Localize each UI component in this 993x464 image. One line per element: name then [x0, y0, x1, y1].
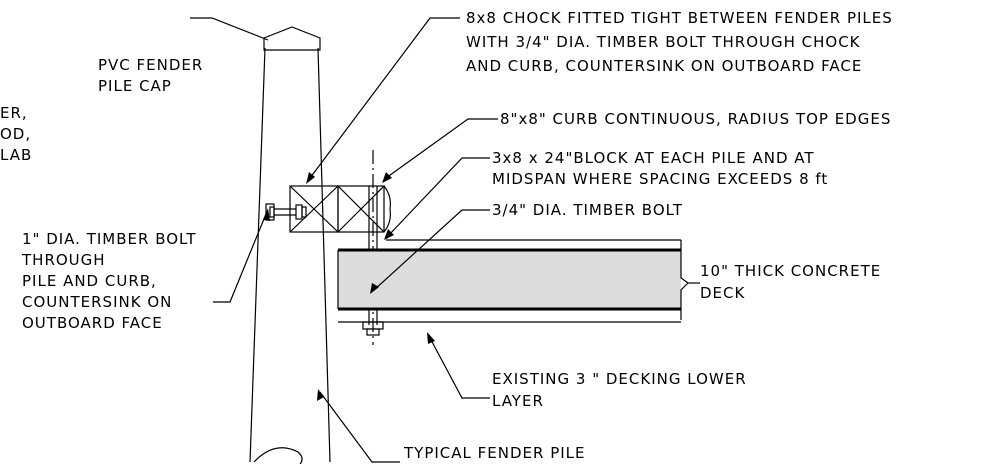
block-label: 3x8 x 24"BLOCK AT EACH PILE AND AT MIDSP…	[492, 149, 828, 188]
curb-label: 8"x8" CURB CONTINUOUS, RADIUS TOP EDGES	[500, 110, 891, 128]
cut-off-left-label: ER, OD, LAB	[0, 104, 37, 164]
concrete-deck-label: 10" THICK CONCRETE DECK	[700, 262, 887, 302]
block-3x8	[289, 185, 339, 233]
leaders	[190, 17, 700, 463]
three-quarter-bolt-label: 3/4" DIA. TIMBER BOLT	[492, 201, 683, 219]
fender-pile-label: TYPICAL FENDER PILE	[403, 444, 586, 462]
decking-label: EXISTING 3 " DECKING LOWER LAYER	[492, 370, 752, 410]
one-inch-timber-bolt	[265, 203, 307, 221]
curb-8x8	[337, 185, 391, 233]
pvc-pile-cap	[263, 26, 321, 51]
pvc-cap-label: PVC FENDER PILE CAP	[98, 56, 209, 95]
one-inch-bolt-label: 1" DIA. TIMBER BOLT THROUGH PILE AND CUR…	[21, 230, 202, 332]
chock-label: 8x8 CHOCK FITTED TIGHT BETWEEN FENDER PI…	[466, 9, 899, 75]
concrete-deck	[337, 239, 689, 323]
fender-pile	[249, 47, 331, 464]
arrowheads	[263, 172, 435, 401]
